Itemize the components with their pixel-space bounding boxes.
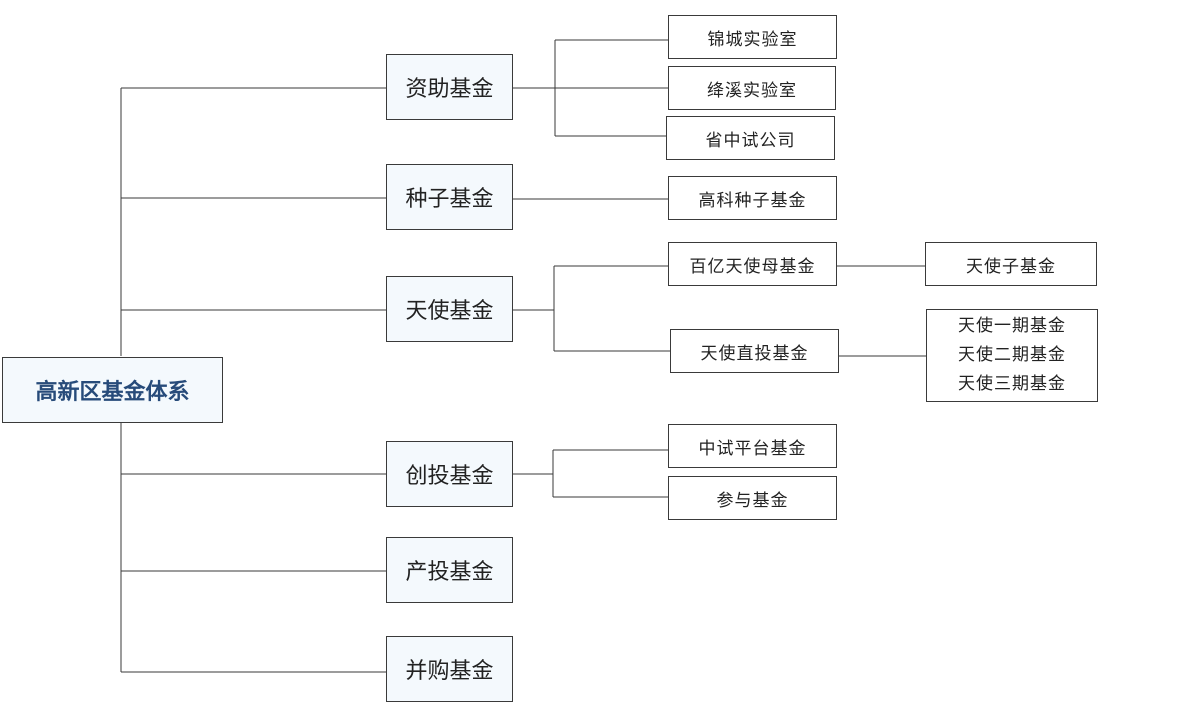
- node-gaoke-seed-fund: 高科种子基金: [668, 176, 837, 220]
- node-label: 参与基金: [716, 490, 789, 511]
- node-label: 资助基金: [405, 77, 494, 102]
- node-tianshi-fund: 天使基金: [386, 276, 513, 342]
- node-label: 天使三期基金: [958, 374, 1066, 394]
- node-label: 天使直投基金: [700, 343, 809, 364]
- node-chantou-fund: 产投基金: [386, 537, 513, 603]
- node-binggou-fund: 并购基金: [386, 636, 513, 702]
- node-angel-child-fund: 天使子基金: [925, 242, 1097, 286]
- node-pilot-platform-fund: 中试平台基金: [668, 424, 837, 468]
- node-label: 高科种子基金: [698, 190, 807, 211]
- node-label: 创投基金: [405, 464, 494, 489]
- root-label: 高新区基金体系: [35, 380, 190, 405]
- node-label: 产投基金: [405, 560, 494, 585]
- node-label: 并购基金: [405, 659, 494, 684]
- node-label: 锦城实验室: [707, 29, 798, 50]
- node-label: 绛溪实验室: [707, 80, 797, 101]
- node-chuangtou-fund: 创投基金: [386, 441, 513, 507]
- node-label: 种子基金: [405, 187, 494, 212]
- node-jiangxi-lab: 绛溪实验室: [668, 66, 836, 110]
- node-label: 天使二期基金: [958, 345, 1066, 365]
- node-jincheng-lab: 锦城实验室: [668, 15, 837, 59]
- node-angel-direct-fund: 天使直投基金: [670, 329, 839, 373]
- node-label: 中试平台基金: [698, 438, 807, 459]
- node-zhongzi-fund: 种子基金: [386, 164, 513, 230]
- node-label: 天使一期基金: [958, 316, 1066, 336]
- node-label: 天使基金: [405, 299, 494, 324]
- node-provincial-pilot-company: 省中试公司: [666, 116, 835, 160]
- root-node: 高新区基金体系: [2, 357, 223, 423]
- node-label: 省中试公司: [705, 130, 796, 151]
- node-participation-fund: 参与基金: [668, 476, 837, 520]
- node-zizhu-fund: 资助基金: [386, 54, 513, 120]
- node-label: 百亿天使母基金: [689, 256, 816, 277]
- node-angel-mother-fund: 百亿天使母基金: [668, 242, 837, 286]
- node-label: 天使子基金: [966, 256, 1056, 277]
- node-angel-period-funds: 天使一期基金 天使二期基金 天使三期基金: [926, 309, 1098, 402]
